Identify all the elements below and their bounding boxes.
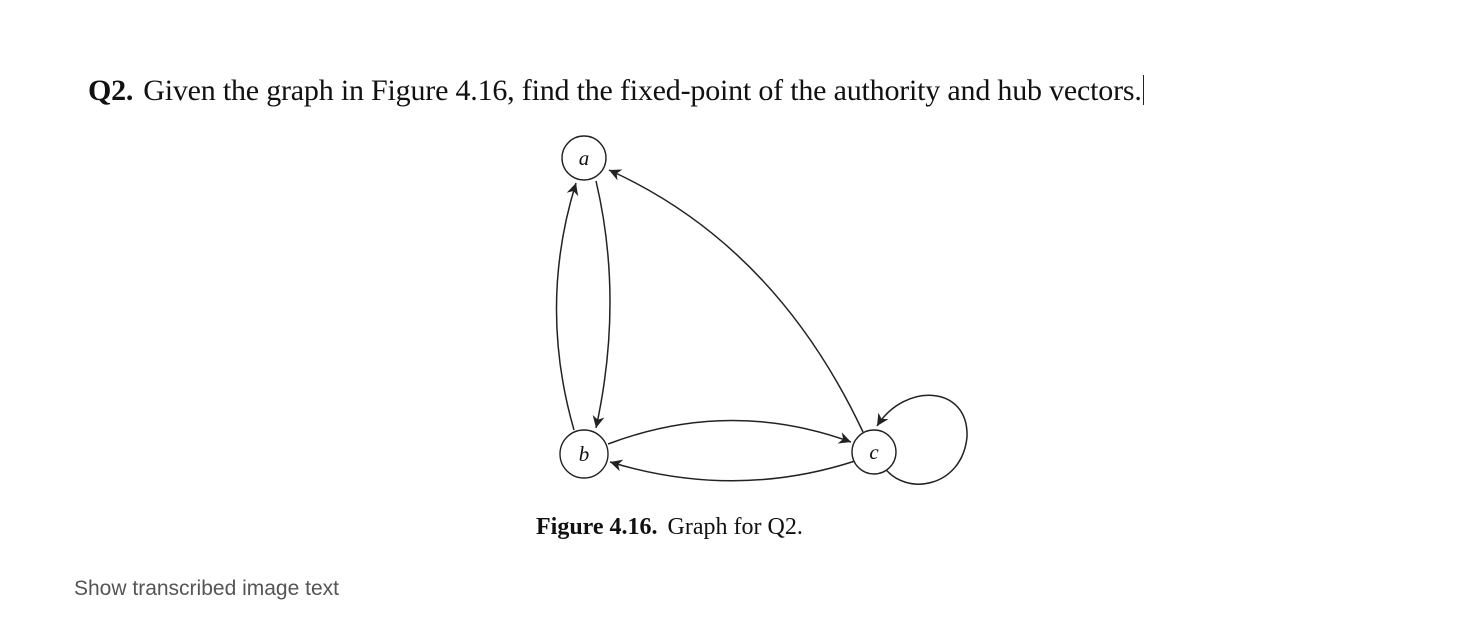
node-b: b (559, 429, 609, 479)
edge-b-to-a (555, 182, 579, 431)
edge-c-to-a (608, 169, 864, 433)
node-c: c (851, 429, 897, 475)
edge-c-self-loop (876, 394, 968, 485)
figure-caption: Figure 4.16. Graph for Q2. (536, 514, 803, 541)
show-transcribed-text-link[interactable]: Show transcribed image text (74, 577, 339, 600)
text-cursor (1142, 75, 1145, 105)
edge-b-to-c (607, 419, 852, 445)
edge-a-to-b (592, 180, 611, 429)
figure-label: Figure 4.16. (536, 514, 658, 540)
edge-c-to-b (609, 459, 856, 482)
node-a: a (561, 135, 607, 181)
node-b-label: b (579, 442, 590, 466)
question-body: Given the graph in Figure 4.16, find the… (143, 74, 1142, 107)
question-text: Q2. Given the graph in Figure 4.16, find … (88, 74, 1145, 108)
node-a-label: a (579, 146, 590, 170)
question-number: Q2. (88, 74, 134, 107)
figure-caption-text: Graph for Q2. (667, 514, 803, 540)
node-c-label: c (869, 440, 879, 464)
